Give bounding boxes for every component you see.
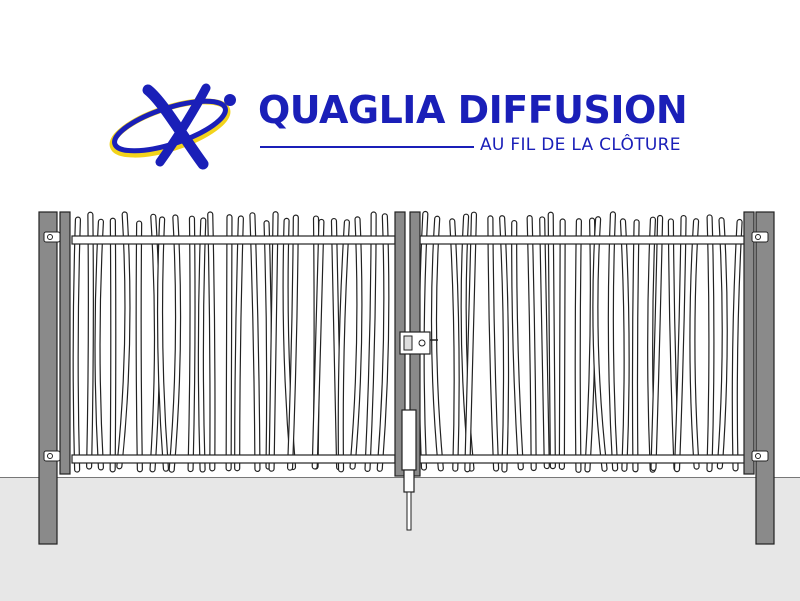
- gate-rail: [71, 454, 396, 464]
- gate-bar-fill: [208, 212, 215, 471]
- gate-bar-fill: [235, 216, 243, 471]
- gate-bar-fill: [226, 215, 232, 471]
- gate-bar-fill: [559, 219, 565, 469]
- gate-bar-fill: [593, 217, 607, 471]
- gate-bar-fill: [465, 212, 476, 472]
- gate-bar-fill: [585, 218, 595, 472]
- gate-bar-fill: [707, 215, 714, 471]
- gate-bar-fill: [365, 212, 376, 471]
- gate-bar-fill: [500, 216, 508, 472]
- gate-bar-fill: [136, 221, 142, 472]
- gate-bar-fill: [288, 215, 298, 470]
- gate-bar-fill: [575, 219, 581, 472]
- drop-bolt-housing: [401, 409, 417, 471]
- gate-bar-fill: [488, 216, 498, 471]
- gate-post-left: [38, 211, 58, 545]
- hinge-bolt: [47, 453, 53, 459]
- gate-bar-fill: [150, 214, 159, 472]
- brand-logo: QUAGLIA DIFFUSION AU FIL DE LA CLÔTURE: [108, 82, 708, 172]
- drop-bolt-foot: [403, 469, 415, 493]
- gate-bar-fill: [117, 212, 130, 469]
- gate-post-right: [755, 211, 775, 545]
- gate-frame: [38, 211, 775, 545]
- gate-bar-fill: [540, 217, 549, 468]
- hinge-bolt: [755, 234, 761, 240]
- gate-bar-fill: [95, 219, 103, 470]
- gate-bar-fill: [198, 218, 206, 472]
- gate-bar-fill: [717, 218, 727, 469]
- gate-bar-fill: [608, 212, 618, 471]
- gate-bar-fill: [250, 213, 260, 471]
- gate-bar-fill: [633, 220, 639, 472]
- gate-bar-fill: [377, 214, 389, 471]
- gate-bar-fill: [675, 216, 686, 472]
- gate-lock-plate: [403, 335, 413, 351]
- gate-bar-fill: [432, 216, 443, 471]
- hinge-bolt: [47, 234, 53, 240]
- gate-bar-fill: [110, 218, 116, 472]
- gate-bar-fill: [269, 212, 278, 471]
- gate-bar-fill: [527, 216, 536, 470]
- gate-rail: [419, 454, 746, 464]
- gate-bar-fill: [512, 221, 523, 470]
- gate-bar-fill: [621, 219, 629, 471]
- gate-rail: [71, 235, 396, 245]
- gate-bar-fill: [548, 212, 555, 469]
- gate-bar-fill: [350, 217, 362, 469]
- quaglia-logo-icon: [109, 83, 236, 170]
- gate-bar-fill: [338, 220, 349, 472]
- gate-bar-fill: [732, 220, 742, 471]
- ground: [0, 477, 800, 601]
- gate-rail: [419, 235, 746, 245]
- gate-lock-keyhole: [418, 339, 426, 347]
- brand-tagline: AU FIL DE LA CLÔTURE: [480, 135, 681, 155]
- drop-bolt-rod: [406, 491, 412, 531]
- leaf-stile: [59, 211, 71, 475]
- gate-bar-fill: [690, 219, 699, 469]
- gate-bar-fill: [87, 212, 93, 469]
- hinge-bolt: [755, 453, 761, 459]
- brand-name: QUAGLIA DIFFUSION: [258, 88, 688, 132]
- gate-leaf-left: [72, 211, 390, 473]
- gate-bar-fill: [73, 217, 80, 472]
- gate-bar-fill: [312, 220, 324, 469]
- leaf-stile: [743, 211, 755, 475]
- gate-leaf-right: [418, 210, 743, 473]
- gate-bar-fill: [169, 215, 180, 472]
- gate-bar-fill: [651, 216, 662, 470]
- gate-bar-fill: [264, 221, 272, 469]
- gate-bar-fill: [188, 216, 195, 471]
- gate-bar-fill: [450, 219, 459, 471]
- brand-underline: [260, 146, 474, 148]
- gate-bar-fill: [158, 217, 168, 471]
